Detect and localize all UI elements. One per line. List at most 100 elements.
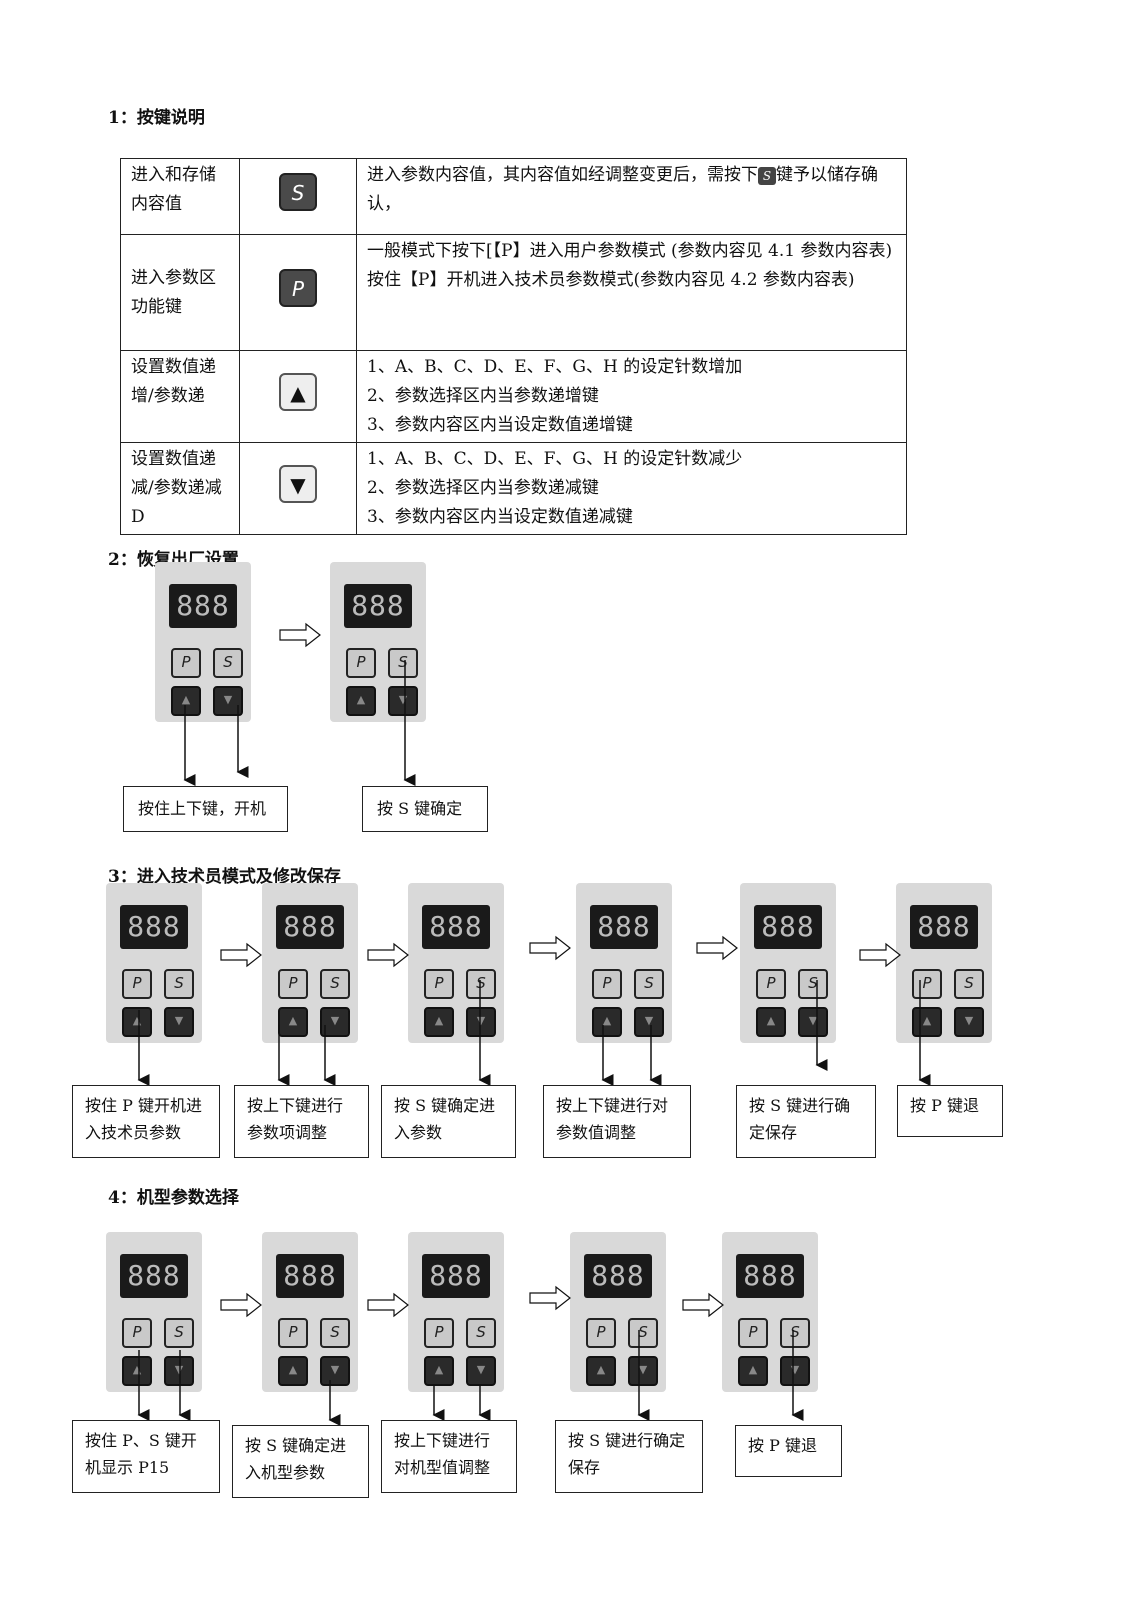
label-box: 按 P 键退 xyxy=(897,1085,1003,1137)
flow-arrow-icon xyxy=(367,1292,409,1318)
led-display: 888 xyxy=(754,905,822,949)
s-key-icon: S xyxy=(780,1318,810,1348)
key-name: 进入参数区功能键 xyxy=(120,234,240,351)
label-box: 按住 P 键开机进入技术员参数 xyxy=(72,1085,220,1158)
s-key-icon: S xyxy=(164,1318,194,1348)
up-key-icon: ▲ xyxy=(756,1007,786,1037)
label-box: 按住上下键，开机 xyxy=(123,786,288,832)
down-key-icon: ▼ xyxy=(634,1007,664,1037)
s-key-inline-icon: S xyxy=(758,166,776,185)
label-box: 按上下键进行对机型值调整 xyxy=(381,1420,517,1493)
up-key-icon: ▲ xyxy=(586,1356,616,1386)
label-box: 按上下键进行对参数值调整 xyxy=(543,1085,691,1158)
down-key-icon: ▼ xyxy=(279,464,317,503)
s-key-icon: S xyxy=(279,172,317,211)
p-key-icon: P xyxy=(738,1318,768,1348)
led-display: 888 xyxy=(120,905,188,949)
flow-arrow-icon xyxy=(220,942,262,968)
led-display: 888 xyxy=(120,1254,188,1298)
up-key-icon: ▲ xyxy=(122,1356,152,1386)
p-key-icon: P xyxy=(424,1318,454,1348)
s-key-icon: S xyxy=(213,648,243,678)
p-key-icon: P xyxy=(122,1318,152,1348)
led-display: 888 xyxy=(422,905,490,949)
up-key-icon: ▲ xyxy=(122,1007,152,1037)
up-key-icon: ▲ xyxy=(912,1007,942,1037)
s-key-icon: S xyxy=(634,969,664,999)
p-key-icon: P xyxy=(122,969,152,999)
led-display: 888 xyxy=(422,1254,490,1298)
p-key-icon: P xyxy=(278,969,308,999)
flow-arrow-icon xyxy=(367,942,409,968)
p-key-icon: P xyxy=(912,969,942,999)
flow-arrow-icon xyxy=(220,1292,262,1318)
down-key-icon: ▼ xyxy=(466,1356,496,1386)
down-key-icon: ▼ xyxy=(320,1356,350,1386)
s-key-icon: S xyxy=(954,969,984,999)
flow-arrow-icon xyxy=(529,1285,571,1311)
down-key-icon: ▼ xyxy=(164,1356,194,1386)
s-key-icon: S xyxy=(628,1318,658,1348)
up-key-icon: ▲ xyxy=(424,1007,454,1037)
up-key-icon: ▲ xyxy=(346,686,376,716)
down-key-icon: ▼ xyxy=(164,1007,194,1037)
p-key-icon: P xyxy=(171,648,201,678)
label-box: 按 S 键进行确定保存 xyxy=(555,1420,703,1493)
led-display: 888 xyxy=(169,584,237,628)
down-key-icon: ▼ xyxy=(954,1007,984,1037)
down-key-icon: ▼ xyxy=(388,686,418,716)
up-key-icon: ▲ xyxy=(278,1007,308,1037)
p-key-icon: P xyxy=(278,1318,308,1348)
label-box: 按 S 键进行确定保存 xyxy=(736,1085,876,1158)
led-display: 888 xyxy=(736,1254,804,1298)
s-key-icon: S xyxy=(466,969,496,999)
up-key-icon: ▲ xyxy=(738,1356,768,1386)
led-display: 888 xyxy=(910,905,978,949)
up-key-icon: ▲ xyxy=(424,1356,454,1386)
label-box: 按上下键进行参数项调整 xyxy=(234,1085,369,1158)
s-key-icon: S xyxy=(466,1318,496,1348)
label-box: 按 P 键退 xyxy=(735,1425,842,1477)
s-key-icon: S xyxy=(320,1318,350,1348)
flow-arrow-icon xyxy=(279,622,321,648)
led-display: 888 xyxy=(590,905,658,949)
led-display: 888 xyxy=(344,584,412,628)
table-row: 进入参数区功能键 P 一般模式下按下[【P】进入用户参数模式 (参数内容见 4.… xyxy=(120,234,907,351)
s-key-icon: S xyxy=(798,969,828,999)
label-box: 按 S 键确定进入机型参数 xyxy=(232,1425,369,1498)
section3-title: 3：进入技术员模式及修改保存 xyxy=(108,867,341,887)
up-key-icon: ▲ xyxy=(279,372,317,411)
section4-title: 4：机型参数选择 xyxy=(108,1188,239,1208)
flow-arrow-icon xyxy=(696,935,738,961)
key-name: 设置数值递增/参数递 xyxy=(120,350,240,443)
key-desc: 一般模式下按下[【P】进入用户参数模式 (参数内容见 4.1 参数内容表)按住【… xyxy=(356,234,907,351)
up-key-icon: ▲ xyxy=(592,1007,622,1037)
p-key-icon: P xyxy=(592,969,622,999)
down-key-icon: ▼ xyxy=(466,1007,496,1037)
flow-arrow-icon xyxy=(529,935,571,961)
s-key-icon: S xyxy=(164,969,194,999)
down-key-icon: ▼ xyxy=(628,1356,658,1386)
up-key-icon: ▲ xyxy=(171,686,201,716)
table-row: 设置数值递减/参数递减D ▼ 1、A、B、C、D、E、F、G、H 的设定针数减少… xyxy=(120,442,907,535)
led-display: 888 xyxy=(276,905,344,949)
p-key-icon: P xyxy=(346,648,376,678)
label-box: 按 S 键确定 xyxy=(362,786,488,832)
p-key-icon: P xyxy=(279,268,317,307)
label-box: 按 S 键确定进入参数 xyxy=(381,1085,516,1158)
led-display: 888 xyxy=(584,1254,652,1298)
p-key-icon: P xyxy=(424,969,454,999)
